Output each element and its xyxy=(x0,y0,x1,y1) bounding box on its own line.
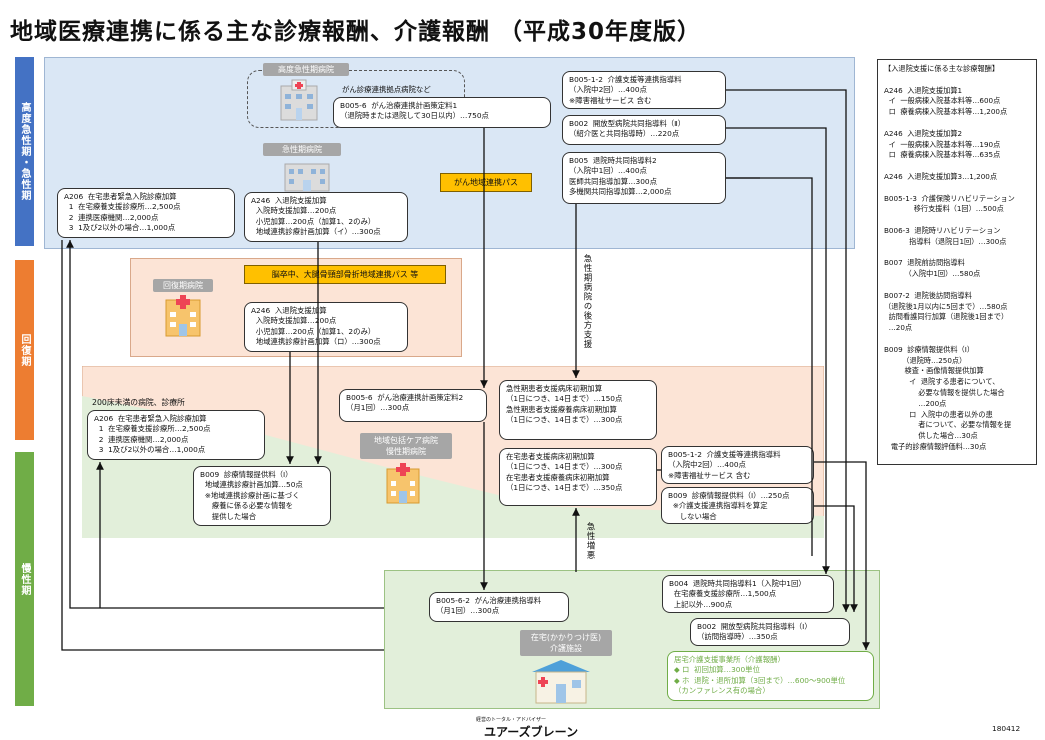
box-b005-discharge: B005 退院時共同指導料2 （入院中1回）…400点 医師共同指導加算…300… xyxy=(562,152,726,204)
box-home-support-add: 在宅患者支援病床初期加算 （1日につき、14日まで）…300点 在宅患者支援療養… xyxy=(499,448,657,506)
box-acute-support-add: 急性期患者支援病床初期加算 （1日につき、14日まで）…150点 急性期患者支援… xyxy=(499,380,657,440)
sidebar-discharge-fees: 【入退院支援に係る主な診療報酬】 A246 入退院支援加算1 イ 一般病棟入院基… xyxy=(877,59,1037,465)
box-b009-mid: B009 診療情報提供料（Ⅰ） 地域連携診療計画加算…50点 ※地域連携診療計画… xyxy=(193,466,331,526)
hospital-icon xyxy=(278,78,320,122)
hospital-icon xyxy=(384,461,422,505)
box-b005-6-2: B005-6 がん治療連携計画策定料2 （月1回）…300点 xyxy=(339,389,487,422)
clinic-icon xyxy=(530,658,592,704)
box-b005-1-2-top: B005-1-2 介護支援等連携指導料 （入院中2回）…400点 ※障害福祉サー… xyxy=(562,71,726,109)
phase-recovery-bar: 回復期 xyxy=(15,260,34,440)
cancer-path-box: がん地域連携パス xyxy=(440,173,532,192)
phase-chronic-bar: 慢性期 xyxy=(15,452,34,706)
community-hospital-label: 地域包括ケア病院 慢性期病院 xyxy=(360,433,452,459)
cancer-hospital-label: がん診療連携拠点病院など xyxy=(342,85,431,94)
box-a206-top: A206 在宅患者緊急入院診療加算 1 在宅療養支援診療所…2,500点 2 連… xyxy=(57,188,235,238)
acute-hospital-label: 急性期病院 xyxy=(263,143,341,156)
company-logo: 経営のトータル・アドバイザー ユアーズブレーン xyxy=(476,717,579,739)
box-a206-mid: A206 在宅患者緊急入院診療加算 1 在宅療養支援診療所…2,500点 2 連… xyxy=(87,410,265,460)
hospital-icon xyxy=(283,158,331,192)
box-b005-6-2-home: B005-6-2 がん治療連携指導料 （月1回）…300点 xyxy=(429,592,569,622)
box-b005-1-2-mid: B005-1-2 介護支援等連携指導料 （入院中2回）…400点 ※障害福祉サー… xyxy=(661,446,814,484)
page-title: 地域医療連携に係る主な診療報酬、介護報酬 （平成30年度版） xyxy=(10,19,702,45)
home-care-label: 在宅(かかりつけ医) 介護施設 xyxy=(520,630,612,656)
box-b002-home: B002 開放型病院共同指導料（Ⅰ） （訪問指導時）…350点 xyxy=(690,618,850,646)
box-b004: B004 退院時共同指導料1（入院中1回） 在宅療養支援診療所…1,500点 上… xyxy=(662,575,834,613)
small-clinic-label: 200床未満の病院、診療所 xyxy=(92,398,185,407)
phase-acute-bar: 高度急性期・急性期 xyxy=(15,57,34,246)
box-a246-top: A246 入退院支援加算 入院時支援加算…200点 小児加算…200点（加算1、… xyxy=(244,192,408,242)
advanced-hospital-label: 高度急性期病院 xyxy=(263,63,349,76)
box-b002-top: B002 開放型病院共同指導料（Ⅱ） （紹介医と共同指導時）…220点 xyxy=(562,115,726,145)
box-care-office: 居宅介護支援事業所（介護報酬） ◆ ロ 初回加算…300単位 ◆ ホ 退院・退所… xyxy=(667,651,874,701)
recovery-hospital-label: 回復期病院 xyxy=(153,279,213,292)
hospital-icon xyxy=(163,294,203,338)
footer-code: 180412 xyxy=(992,724,1021,733)
box-b005-6: B005-6 がん治療連携計画策定料1 （退院時または退院して30日以内）…75… xyxy=(333,97,551,128)
stroke-path-box: 脳卒中、大腿骨頸部骨折地域連携パス 等 xyxy=(244,265,446,284)
worsening-label: 急性増悪 xyxy=(585,522,595,560)
box-b009-right: B009 診療情報提供料（Ⅰ）…250点 ※介護支援連携指導料を算定 しない場合 xyxy=(661,487,814,524)
acute-support-label: 急性期病院の後方支援 xyxy=(582,254,592,349)
